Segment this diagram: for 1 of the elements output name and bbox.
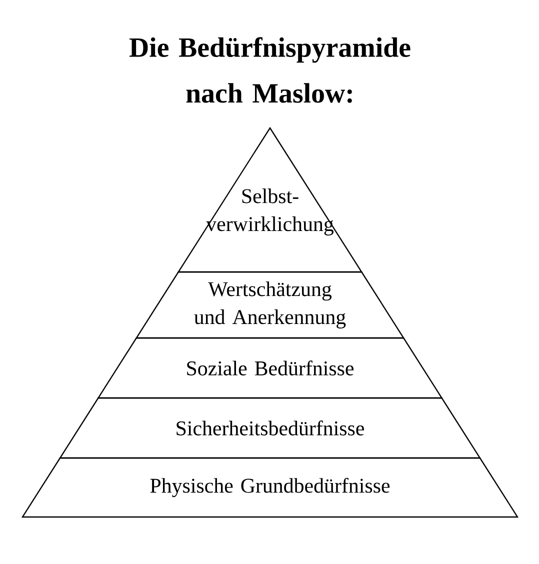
title: Die Bedürfnispyramide nach Maslow: [129,37,410,103]
